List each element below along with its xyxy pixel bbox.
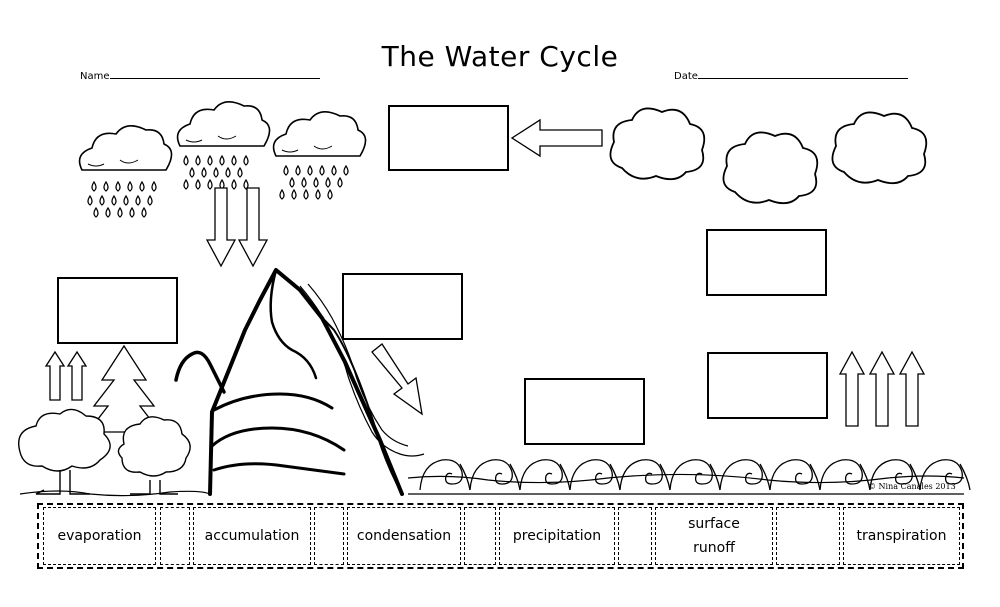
rain-cloud-icon	[176, 101, 271, 190]
rain-cloud-icon	[78, 125, 173, 218]
left-arrow-icon	[510, 118, 603, 158]
up-arrow-icon	[44, 350, 88, 401]
name-label: Name	[80, 71, 110, 82]
word-card-label: precipitation	[512, 528, 602, 544]
down-arrow-icon	[205, 187, 269, 268]
rain-cloud-icon	[272, 111, 367, 200]
word-bank-spacer	[160, 507, 190, 565]
word-card-label: transpiration	[856, 528, 947, 544]
word-bank-spacer	[618, 507, 652, 565]
tree-icon	[18, 408, 191, 495]
date-line[interactable]	[697, 68, 908, 79]
up-arrow-icon	[838, 350, 926, 427]
date-field[interactable]: Date	[674, 68, 908, 82]
word-card-label-line1: surface	[688, 516, 740, 532]
name-line[interactable]	[109, 68, 320, 79]
ocean-waves-icon	[407, 459, 971, 495]
diagonal-arrow-icon	[371, 343, 423, 416]
answer-box-runoff[interactable]	[342, 273, 463, 340]
copyright-text: © Nina Canales 2013	[868, 482, 956, 491]
answer-box-accumulation[interactable]	[524, 378, 645, 445]
cloud-icon	[722, 131, 819, 205]
runoff-stream-icon	[299, 285, 425, 457]
date-label: Date	[674, 71, 698, 82]
ground-line	[19, 490, 211, 497]
cloud-icon	[831, 111, 928, 185]
word-card-condensation[interactable]: condensation	[347, 507, 461, 565]
answer-box-condensation[interactable]	[388, 105, 509, 171]
word-bank-spacer	[314, 507, 344, 565]
name-field[interactable]: Name	[80, 68, 320, 82]
word-card-label: accumulation	[204, 528, 300, 544]
word-card-precipitation[interactable]: precipitation	[499, 507, 615, 565]
answer-box-evaporation[interactable]	[707, 352, 828, 419]
page-title: The Water Cycle	[381, 40, 619, 73]
cloud-icon	[609, 107, 706, 181]
word-card-accumulation[interactable]: accumulation	[193, 507, 311, 565]
word-card-label: evaporation	[57, 528, 142, 544]
word-card-label: condensation	[356, 528, 452, 544]
mountain-icon	[174, 268, 404, 496]
answer-box-transpiration[interactable]	[57, 277, 178, 344]
word-card-transpiration[interactable]: transpiration	[843, 507, 960, 565]
word-bank-spacer	[776, 507, 840, 565]
word-card-surface-runoff[interactable]: surface runoff	[655, 507, 773, 565]
answer-box-clouds[interactable]	[706, 229, 827, 296]
word-card-evaporation[interactable]: evaporation	[43, 507, 156, 565]
word-bank	[37, 503, 964, 569]
word-bank-spacer	[464, 507, 496, 565]
word-card-label-line2: runoff	[693, 540, 735, 556]
